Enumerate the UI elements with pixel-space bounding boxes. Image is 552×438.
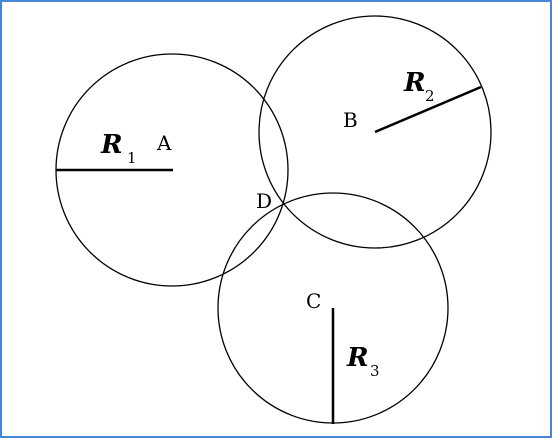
radius-r3-symbol: R xyxy=(346,343,369,373)
radius-label-r2: R 2 xyxy=(403,68,435,105)
radius-r1-subscript: 1 xyxy=(127,149,137,167)
point-label-a: A xyxy=(156,131,172,155)
point-label-c: C xyxy=(306,289,321,313)
circle-b xyxy=(258,15,492,249)
radius-r2-line xyxy=(374,85,482,134)
radius-r2-symbol: R xyxy=(403,68,426,98)
point-label-d: D xyxy=(256,189,272,213)
radius-r2-subscript: 2 xyxy=(425,87,435,105)
radius-r1-symbol: R xyxy=(100,130,123,160)
radius-label-r1: R 1 xyxy=(100,130,137,167)
radius-label-r3: R 3 xyxy=(346,343,380,380)
radius-r3-subscript: 3 xyxy=(370,362,380,380)
point-label-b: B xyxy=(343,108,358,132)
